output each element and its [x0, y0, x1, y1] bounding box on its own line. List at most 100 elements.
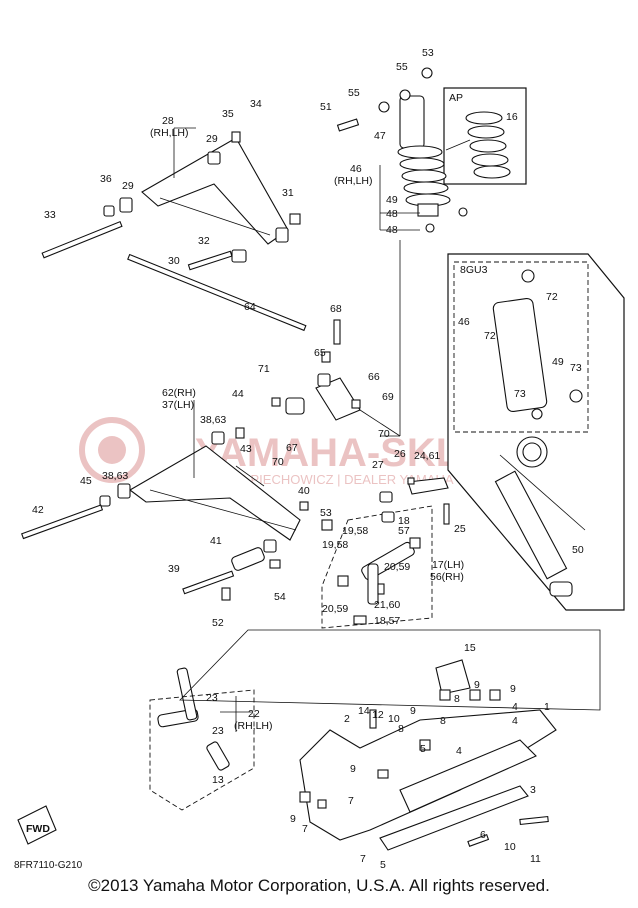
- spindle-bracket-group: [321, 477, 450, 629]
- callout-25: 25: [454, 523, 466, 535]
- coil-spring-icon: [397, 145, 451, 207]
- callout-31: 31: [282, 187, 294, 199]
- callout-32: 32: [198, 235, 210, 247]
- callout-3: 3: [530, 784, 536, 796]
- callout-71: 71: [258, 363, 270, 375]
- callout-20-59: 20,59: [322, 603, 348, 615]
- callout-10: 10: [388, 713, 400, 725]
- callout-22: 22: [248, 708, 260, 720]
- callout-44: 44: [232, 388, 244, 400]
- callout-53: 53: [422, 47, 434, 59]
- callout-19-58: 19,58: [322, 539, 348, 551]
- callout-24-61: 24,61: [414, 450, 440, 462]
- ski-assembly: [149, 629, 601, 851]
- callout-5: 5: [420, 743, 426, 755]
- callout-56-rh: 56(RH): [430, 571, 464, 583]
- callout-22-side: (RH,LH): [234, 720, 273, 732]
- callout-42: 42: [32, 504, 44, 516]
- callout-7: 7: [348, 795, 354, 807]
- callout-39: 39: [168, 563, 180, 575]
- callout-8: 8: [440, 715, 446, 727]
- callout-46: 46: [350, 163, 362, 175]
- callout-9: 9: [474, 679, 480, 691]
- callout-4: 4: [456, 745, 462, 757]
- callout-26: 26: [394, 448, 406, 460]
- callout-67: 67: [286, 442, 298, 454]
- forward-arrow-icon: [17, 805, 57, 845]
- callout-14: 14: [358, 705, 370, 717]
- fwd-label: FWD: [26, 823, 50, 835]
- callout-2: 2: [344, 713, 350, 725]
- callout-72: 72: [546, 291, 558, 303]
- callout-33: 33: [44, 209, 56, 221]
- callout-43: 43: [240, 443, 252, 455]
- inset-8gu3-title: 8GU3: [460, 264, 488, 276]
- callout-48: 48: [386, 208, 398, 220]
- copyright-footer: ©2013 Yamaha Motor Corporation, U.S.A. A…: [88, 876, 550, 895]
- callout-5: 5: [380, 859, 386, 870]
- callout-29: 29: [122, 180, 134, 192]
- gas-shock-icon: [492, 269, 583, 420]
- inset-ap: AP: [443, 87, 527, 185]
- callout-8: 8: [454, 693, 460, 705]
- callout-23: 23: [206, 692, 218, 704]
- callout-45: 45: [80, 475, 92, 487]
- callout-9: 9: [290, 813, 296, 825]
- callout-68: 68: [330, 303, 342, 315]
- fwd-badge: FWD: [17, 805, 57, 845]
- callout-69: 69: [382, 391, 394, 403]
- callout-65: 65: [314, 347, 326, 359]
- drawing-code: 8FR7110-G210: [14, 860, 83, 871]
- exploded-parts-diagram: YAMAHA-SKLEP.PL JAKUB PIECHOWICZ | DEALE…: [17, 47, 625, 870]
- callout-20-59: 20,59: [384, 561, 410, 573]
- callout-27: 27: [372, 459, 384, 471]
- callout-64: 64: [244, 301, 256, 313]
- callout-23: 23: [212, 725, 224, 737]
- callout-51: 51: [320, 101, 332, 113]
- callout-28-side: (RH,LH): [150, 127, 189, 139]
- watermark-subtitle: JAKUB PIECHOWICZ | DEALER YAMAHA: [205, 472, 454, 487]
- callout-47: 47: [374, 130, 386, 142]
- callout-70: 70: [378, 428, 390, 440]
- callout-4: 4: [512, 701, 518, 713]
- callout-7: 7: [302, 823, 308, 835]
- callout-21-60: 21,60: [374, 599, 400, 611]
- callout-4: 4: [512, 715, 518, 727]
- leader-lines: [173, 127, 400, 732]
- callout-57: 57: [398, 525, 410, 537]
- mounting-bracket: [271, 240, 401, 437]
- callout-10: 10: [504, 841, 516, 853]
- callout-48: 48: [386, 224, 398, 236]
- inset-8gu3-dashed-box: [453, 261, 589, 433]
- callout-55: 55: [396, 61, 408, 73]
- callout-49: 49: [386, 194, 398, 206]
- callout-7: 7: [360, 853, 366, 865]
- callout-13: 13: [212, 774, 224, 786]
- inset-8gu3: 8GU3: [447, 253, 625, 611]
- spring-icon: [465, 111, 511, 179]
- shock-with-gauge-icon: [494, 436, 586, 597]
- callout-18: 18: [398, 515, 410, 527]
- callout-72: 72: [484, 330, 496, 342]
- cross-shaft: [127, 253, 307, 332]
- callout-55: 55: [348, 87, 360, 99]
- callout-37-lh: 37(LH): [162, 399, 194, 411]
- upper-suspension-arm: [41, 131, 301, 271]
- callout-46: 46: [458, 316, 470, 328]
- callout-16: 16: [506, 111, 518, 123]
- callout-38-63: 38,63: [200, 414, 226, 426]
- callout-54: 54: [274, 591, 286, 603]
- callout-6: 6: [480, 829, 486, 841]
- callout-35: 35: [222, 108, 234, 120]
- callout-36: 36: [100, 173, 112, 185]
- callout-1: 1: [544, 701, 550, 713]
- callout-52: 52: [212, 617, 224, 629]
- callout-8: 8: [398, 723, 404, 735]
- callout-34: 34: [250, 98, 262, 110]
- callout-62-rh: 62(RH): [162, 387, 196, 399]
- callout-30: 30: [168, 255, 180, 267]
- callout-9: 9: [410, 705, 416, 717]
- callout-18-57: 18,57: [374, 615, 400, 627]
- callout-9: 9: [510, 683, 516, 695]
